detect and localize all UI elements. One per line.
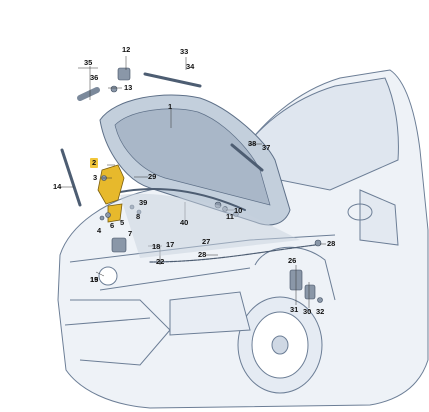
callout-30: 30 bbox=[303, 307, 312, 316]
callout-34: 34 bbox=[186, 62, 195, 71]
callout-3: 3 bbox=[93, 173, 98, 182]
callout-36: 36 bbox=[90, 73, 99, 82]
callout-39: 39 bbox=[139, 198, 148, 207]
callout-15: 15 bbox=[90, 275, 99, 284]
callout-32: 32 bbox=[316, 307, 325, 316]
callout-2-highlighted: 2 bbox=[90, 158, 99, 168]
hood-latch-part-2 bbox=[97, 164, 125, 223]
callout-8: 8 bbox=[136, 212, 141, 221]
callout-33: 33 bbox=[180, 47, 189, 56]
callout-27: 27 bbox=[202, 237, 211, 246]
callout-7: 7 bbox=[128, 229, 133, 238]
callout-13: 13 bbox=[124, 83, 133, 92]
callout-1: 1 bbox=[168, 102, 173, 111]
engine-bay-shadow bbox=[120, 193, 300, 258]
callout-31: 31 bbox=[290, 305, 299, 314]
callout-38: 38 bbox=[248, 139, 257, 148]
hood-struts bbox=[60, 72, 316, 263]
callout-19: 19 bbox=[90, 275, 99, 284]
callout-6: 6 bbox=[110, 221, 115, 230]
callout-4: 4 bbox=[97, 226, 102, 235]
callout-26: 26 bbox=[288, 256, 297, 265]
callout-17: 17 bbox=[166, 240, 175, 249]
callout-28-lower: 28 bbox=[198, 250, 207, 259]
callout-22: 22 bbox=[156, 257, 165, 266]
callout-40: 40 bbox=[180, 218, 189, 227]
callout-11: 11 bbox=[226, 212, 234, 221]
callout-12: 12 bbox=[122, 45, 131, 54]
callout-29: 29 bbox=[148, 172, 157, 181]
callout-37: 37 bbox=[262, 143, 271, 152]
callout-5: 5 bbox=[120, 218, 125, 227]
callout-10: 10 bbox=[234, 206, 243, 215]
hood-panel bbox=[99, 94, 291, 226]
callout-14: 14 bbox=[53, 182, 62, 191]
callout-18: 18 bbox=[152, 242, 161, 251]
callout-35: 35 bbox=[84, 58, 93, 67]
callout-28-right: 28 bbox=[327, 239, 336, 248]
